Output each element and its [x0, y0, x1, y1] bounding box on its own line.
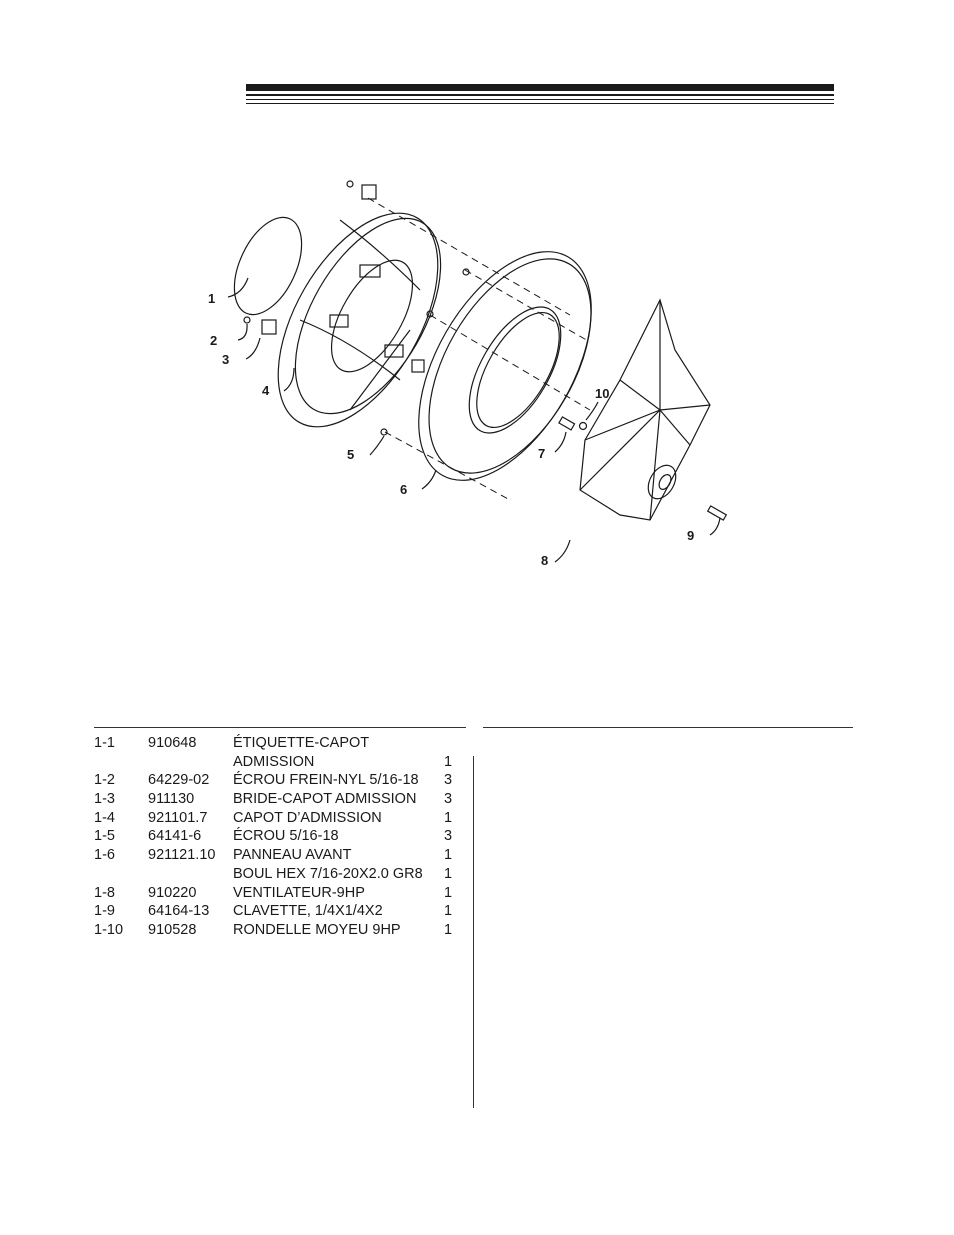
callout-9: 9: [687, 528, 694, 543]
part-number: 64164-13: [148, 903, 210, 920]
header-rule: [246, 84, 834, 104]
part-number: 910220: [148, 884, 197, 901]
description: ÉCROU FREIN-NYL 5/16-18: [233, 772, 419, 789]
right-column-rule: [483, 727, 853, 728]
item-number: 1-1: [94, 735, 115, 751]
hub-washer: [578, 421, 588, 431]
part-number: 921121.10: [148, 847, 216, 864]
item-number: 1-10: [94, 921, 124, 938]
callout-4: 4: [262, 383, 270, 398]
item-number: 1-2: [94, 772, 115, 789]
callout-6: 6: [400, 482, 407, 497]
item-number: 1-8: [94, 884, 115, 901]
description: BRIDE-CAPOT ADMISSION: [233, 791, 417, 808]
fan: [579, 298, 711, 521]
description: ÉTIQUETTE-CAPOT: [233, 735, 370, 751]
callout-2: 2: [210, 333, 217, 348]
item-number: 1-4: [94, 809, 115, 826]
column-divider: [473, 756, 474, 1108]
description: BOUL HEX 7/16-20X2.0 GR8: [233, 865, 423, 882]
intake-cover: [277, 212, 442, 428]
part-number: 64141-6: [148, 828, 202, 845]
item-number: 1-6: [94, 847, 115, 864]
part-number: 921101.7: [148, 809, 208, 826]
front-panel: [418, 251, 592, 481]
item-number: 1-3: [94, 791, 115, 808]
callout-8: 8: [541, 553, 548, 568]
description: PANNEAU AVANT: [233, 847, 352, 864]
description: CLAVETTE, 1/4X1/4X2: [233, 903, 383, 920]
callout-3: 3: [222, 352, 229, 367]
quantity: 1: [444, 865, 453, 882]
description: CAPOT D’ADMISSION: [233, 809, 382, 826]
callout-1: 1: [208, 291, 215, 306]
callout-7: 7: [538, 446, 545, 461]
item-number: 1-9: [94, 903, 115, 920]
description: ÉCROU 5/16-18: [233, 828, 339, 845]
quantity: 3: [444, 772, 453, 789]
quantity: 3: [444, 828, 453, 845]
part-number: 64229-02: [148, 772, 210, 789]
key: [706, 505, 728, 521]
bracket-top: [361, 184, 377, 200]
exploded-diagram: 1 2 3 4 5 6 7 8 9 10: [208, 180, 728, 568]
quantity: 1: [444, 884, 453, 901]
quantity: 1: [444, 921, 453, 938]
description: RONDELLE MOYEU 9HP: [233, 921, 401, 938]
bracket-3: [261, 319, 277, 335]
part-number: 910648: [148, 735, 197, 751]
callout-5: 5: [347, 447, 354, 462]
item-number: 1-5: [94, 828, 115, 845]
description: VENTILATEUR-9HP: [233, 884, 365, 901]
label-disc: [233, 216, 303, 316]
quantity: 1: [444, 809, 453, 826]
quantity: 1: [444, 847, 453, 864]
quantity: 1: [444, 753, 453, 770]
bracket-right: [411, 359, 425, 373]
bolt: [558, 416, 576, 431]
quantity: 1: [444, 903, 453, 920]
part-number: 910528: [148, 921, 197, 938]
left-column-rule: [94, 727, 466, 728]
callout-10: 10: [595, 386, 609, 401]
quantity: 3: [444, 791, 453, 808]
description: ADMISSION: [233, 753, 315, 770]
part-number: 911130: [148, 791, 195, 808]
